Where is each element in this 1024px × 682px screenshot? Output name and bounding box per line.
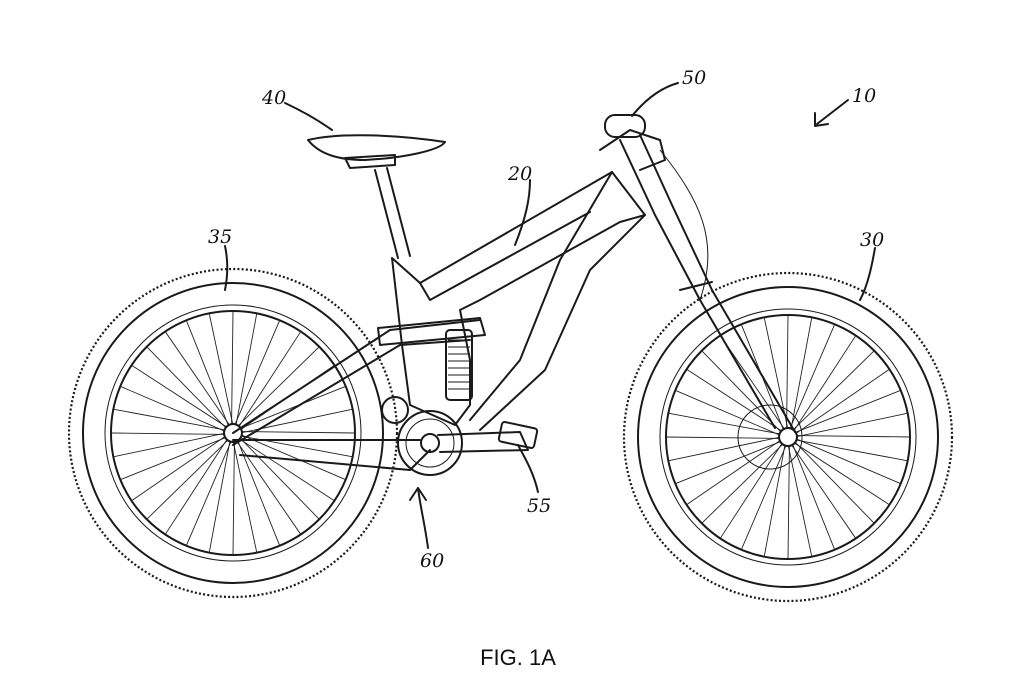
label-rear-wheel: 35 [208,226,232,248]
chainring [397,410,463,476]
front-wheel [622,271,954,603]
rear-shock [445,329,473,401]
spoke [146,439,229,520]
spoke [239,437,320,520]
spoke [792,350,875,431]
rear-hub [223,423,243,443]
spoke [701,443,784,524]
spoke [793,335,857,432]
spoke [235,440,302,535]
spoke [665,436,781,439]
spoke [719,442,783,539]
spoke [794,441,875,524]
spoke [787,444,813,557]
spoke [235,313,258,426]
front-hub [778,427,798,447]
label-frame: 20 [507,163,532,185]
spoke [791,443,836,550]
spoke [236,439,281,546]
spoke [668,436,781,462]
front-brake-disc [737,404,803,470]
spoke [795,368,890,435]
figure-caption: FIG. 1A [480,645,556,670]
leader-lines [224,82,876,549]
spoke [795,412,908,438]
spoke [131,435,226,502]
spoke [185,440,232,546]
spoke [232,440,235,556]
spoke [701,350,782,433]
chain-guide [381,396,409,424]
frame [232,167,646,471]
rear-wheel [67,267,399,599]
spoke [146,346,227,429]
label-drivetrain: 60 [420,550,444,572]
spoke [686,439,781,506]
spoke [240,434,346,481]
spoke [795,435,911,438]
spoke [786,314,789,430]
spoke [164,438,228,535]
spoke [787,444,790,560]
spoke [740,444,787,550]
spoke [789,324,836,430]
label-front-wheel: 30 [860,229,884,251]
pedal [497,421,539,449]
spoke [238,438,335,502]
spoke [790,444,857,539]
spoke [120,436,227,481]
spoke [763,444,786,557]
spoke [795,438,901,485]
spoke [240,431,356,434]
spoke [763,317,789,430]
spoke [131,364,228,428]
label-pedal: 55 [527,495,551,517]
spoke [668,412,781,435]
spoke [795,439,908,462]
spoke [794,389,901,434]
spoke [231,310,234,426]
label-saddle: 40 [261,87,286,109]
saddle [307,134,446,169]
label-handlebar: 50 [682,67,706,89]
spoke [164,331,231,426]
label-bicycle: 10 [852,85,876,107]
spoke [790,317,813,430]
spoke [113,408,226,431]
spoke [793,442,890,506]
spoke [208,313,234,426]
spoke [675,440,782,485]
spoke [239,385,346,430]
spoke [120,385,226,432]
spoke [185,320,230,427]
spoke [686,368,783,432]
spoke [675,389,781,436]
drivetrain [381,396,539,476]
spoke [234,320,281,426]
spoke [110,432,226,435]
spoke [237,346,320,427]
spoke [232,440,258,553]
spoke [113,432,226,458]
spoke [238,331,302,428]
front-fork [599,129,796,433]
spoke [208,440,231,553]
handlebar [604,114,646,138]
